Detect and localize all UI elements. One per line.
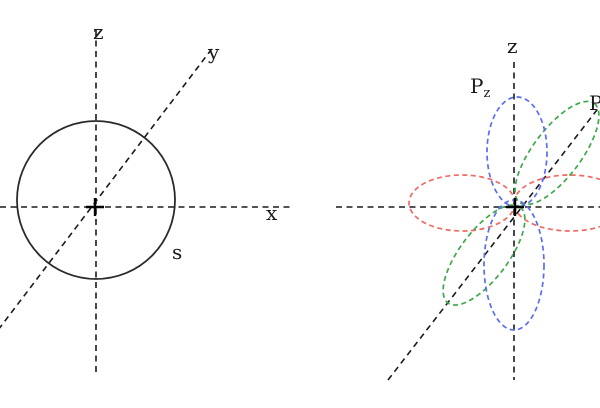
cut-off-orbital-label: P bbox=[589, 91, 600, 115]
pz-label-main: P bbox=[470, 74, 483, 98]
px-lobe-right bbox=[513, 174, 600, 232]
s-orbital-panel: z y x s bbox=[0, 20, 292, 375]
left-origin-marker bbox=[86, 198, 104, 216]
left-y-axis bbox=[0, 45, 215, 329]
right-origin-marker bbox=[506, 198, 524, 216]
px-lobe-left bbox=[408, 174, 516, 232]
pz-orbital-label: Pz bbox=[470, 74, 490, 101]
left-x-axis-label: x bbox=[266, 201, 278, 225]
left-y-axis-label: y bbox=[207, 40, 220, 64]
right-y-axis bbox=[387, 105, 600, 381]
p-orbitals-panel: z Pz P bbox=[336, 34, 600, 381]
s-orbital-sphere bbox=[16, 120, 176, 280]
right-z-axis-label: z bbox=[507, 34, 518, 58]
left-z-axis-label: z bbox=[93, 20, 104, 44]
s-orbital-label: s bbox=[172, 240, 182, 264]
pz-lobe-upper bbox=[486, 96, 548, 208]
py-lobe-upper bbox=[514, 100, 600, 206]
pz-label-subscript: z bbox=[483, 86, 490, 101]
